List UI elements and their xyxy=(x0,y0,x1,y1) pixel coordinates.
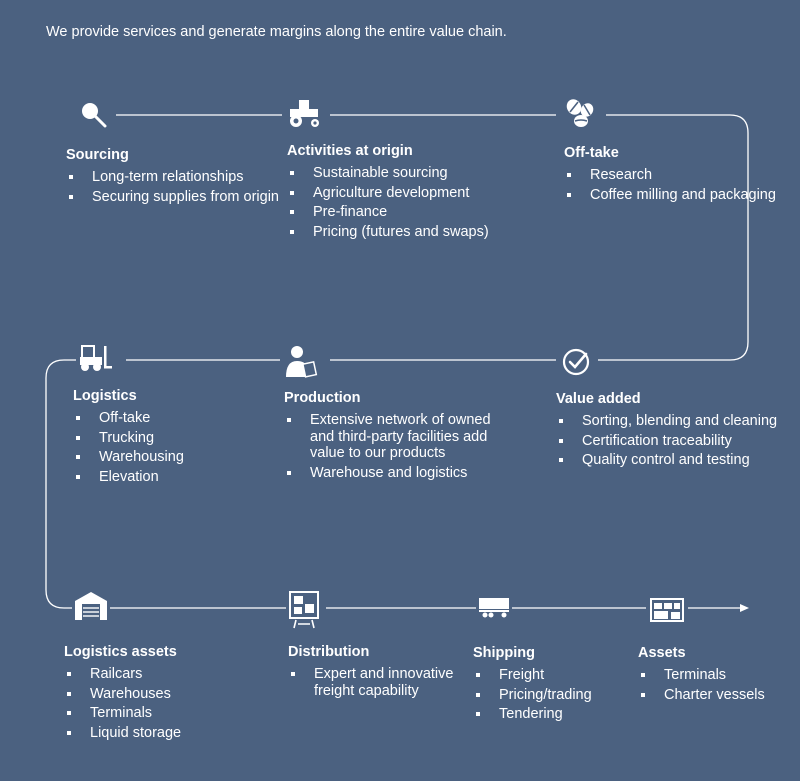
coffee-beans-icon xyxy=(564,97,598,129)
stage-title: Sourcing xyxy=(66,147,129,163)
bullet-item: Pricing/trading xyxy=(473,687,633,704)
bullet-item: Tendering xyxy=(473,706,633,723)
bullet-item: Off-take xyxy=(73,410,313,427)
bullet-item: Securing supplies from origin xyxy=(66,189,306,206)
bullet-item: Warehousing xyxy=(73,449,313,466)
stage-title: Assets xyxy=(638,645,686,661)
bullet-item: Long-term relationships xyxy=(66,169,306,186)
worker-clipboard-icon xyxy=(284,345,318,378)
stage-items: Extensive network of owned and third-par… xyxy=(284,412,514,481)
forklift-icon xyxy=(78,342,112,374)
bullet-item: Trucking xyxy=(73,430,313,447)
bullet-item: Research xyxy=(564,167,800,184)
intro-text: We provide services and generate margins… xyxy=(46,24,507,40)
bullet-item: Pre-finance xyxy=(287,204,527,221)
bullet-item: Railcars xyxy=(64,666,304,683)
bullet-item: Terminals xyxy=(64,705,304,722)
tractor-icon xyxy=(288,97,322,129)
bullet-item: Certification traceability xyxy=(556,433,796,450)
bullet-item: Quality control and testing xyxy=(556,452,796,469)
bullet-item: Warehouse and logistics xyxy=(284,465,514,482)
stage-title: Logistics xyxy=(73,388,137,404)
bullet-item: Coffee milling and packaging xyxy=(564,187,800,204)
stage-title: Off-take xyxy=(564,145,619,161)
bullet-item: Sorting, blending and cleaning xyxy=(556,413,796,430)
bullet-item: Agriculture development xyxy=(287,185,527,202)
bullet-item: Elevation xyxy=(73,469,313,486)
terminal-icon xyxy=(650,596,684,622)
bullet-item: Extensive network of owned and third-par… xyxy=(284,412,514,462)
stage-title: Logistics assets xyxy=(64,644,177,660)
stage-title: Production xyxy=(284,390,361,406)
stage-items: Expert and innovative freight capability xyxy=(288,666,458,699)
check-circle-icon xyxy=(562,346,596,378)
bullet-item: Pricing (futures and swaps) xyxy=(287,224,527,241)
stage-title: Value added xyxy=(556,391,641,407)
magnifier-icon xyxy=(78,98,112,130)
bullet-item: Freight xyxy=(473,667,633,684)
bullet-item: Expert and innovative freight capability xyxy=(288,666,458,699)
warehouse-icon xyxy=(74,590,108,622)
bullet-item: Liquid storage xyxy=(64,725,304,742)
flow-arrowhead xyxy=(740,604,749,612)
stage-title: Activities at origin xyxy=(287,143,413,159)
bullet-item: Terminals xyxy=(638,667,788,684)
container-icon xyxy=(288,590,322,630)
bullet-item: Sustainable sourcing xyxy=(287,165,527,182)
bullet-item: Warehouses xyxy=(64,686,304,703)
bullet-item: Charter vessels xyxy=(638,687,788,704)
stage-title: Distribution xyxy=(288,644,370,660)
stage-title: Shipping xyxy=(473,645,536,661)
truck-icon xyxy=(478,596,512,620)
